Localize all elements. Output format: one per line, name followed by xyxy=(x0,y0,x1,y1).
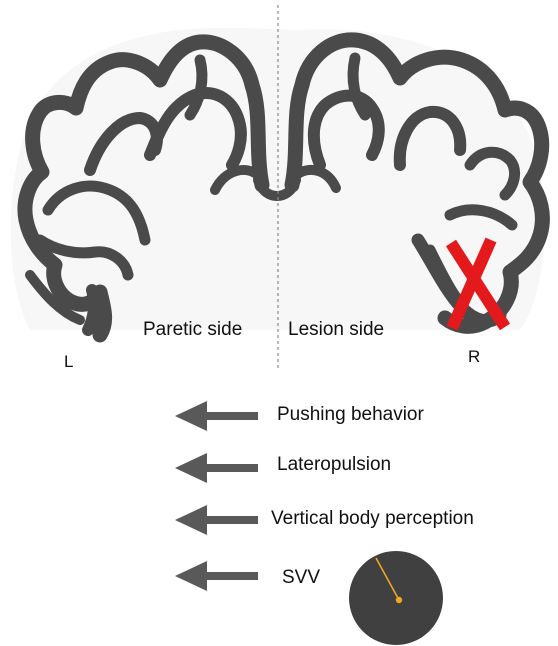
left-sulcus-1 xyxy=(144,87,247,171)
svv-arrow-icon xyxy=(175,561,258,591)
right-sulcus-3 xyxy=(464,146,521,201)
arrows xyxy=(175,401,258,591)
left-sulcus-3 xyxy=(42,180,151,246)
right-frontal-gyrus xyxy=(347,52,371,121)
left-cingulate xyxy=(210,165,263,195)
vertical-body-perception-arrow-icon xyxy=(175,505,258,535)
right-hemisphere-letter: R xyxy=(468,347,481,366)
right-cingulate xyxy=(291,164,341,193)
lateropulsion-label: Lateropulsion xyxy=(277,454,392,475)
left-outer-cortex xyxy=(17,34,270,343)
right-sulcus-2 xyxy=(393,105,467,171)
right-insula xyxy=(424,244,464,306)
left-insula xyxy=(82,284,101,336)
svv-dial-icon xyxy=(349,551,443,645)
left-sulcus-4 xyxy=(34,234,134,281)
right-outer-cortex xyxy=(284,32,550,334)
right-sulcus-1 xyxy=(307,89,385,171)
svv-label: SVV xyxy=(282,567,321,588)
left-hemisphere-cortex xyxy=(17,34,270,343)
right-hemisphere-cortex xyxy=(284,32,550,334)
lateropulsion-arrow-icon xyxy=(175,453,258,483)
lesion-marker-icon xyxy=(445,237,511,331)
lesion-side-label: Lesion side xyxy=(288,319,385,340)
pushing-behavior-label: Pushing behavior xyxy=(277,404,424,425)
midline-structure xyxy=(253,175,301,202)
left-temporal-gyrus xyxy=(25,270,85,325)
left-sulcus-2 xyxy=(84,112,163,176)
left-hemisphere-letter: L xyxy=(64,352,74,371)
vertical-body-perception-label: Vertical body perception xyxy=(271,508,474,529)
brain-slice-background xyxy=(10,27,545,330)
left-frontal-gyrus xyxy=(184,54,208,121)
right-sulcus-4 xyxy=(444,204,518,231)
paretic-side-label: Paretic side xyxy=(143,319,243,340)
pushing-behavior-arrow-icon xyxy=(175,401,258,431)
